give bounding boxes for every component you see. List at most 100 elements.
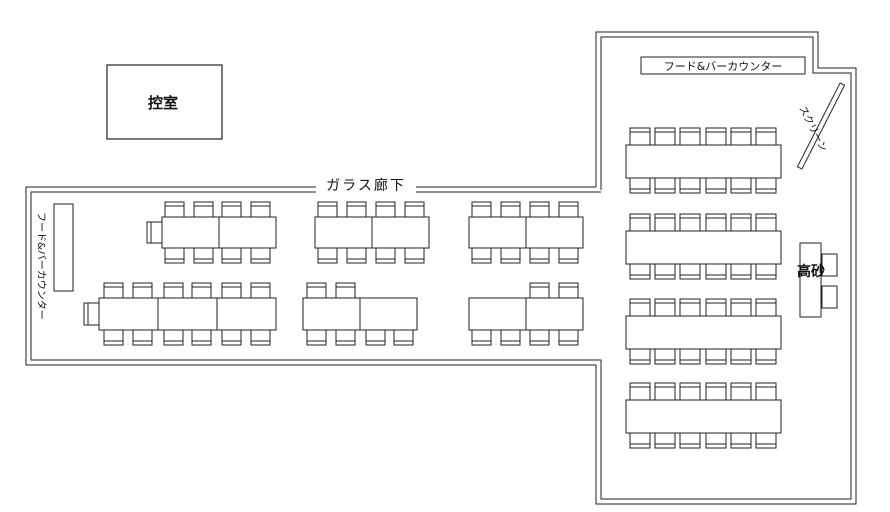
chair bbox=[404, 201, 425, 218]
chair bbox=[705, 263, 727, 280]
glass-corridor-label: ガラス廊下 bbox=[326, 177, 406, 194]
chair bbox=[471, 201, 492, 218]
chair bbox=[221, 329, 242, 346]
chair bbox=[317, 247, 338, 264]
chair bbox=[221, 247, 242, 264]
chair bbox=[654, 127, 676, 146]
table-group bbox=[314, 201, 430, 264]
chair bbox=[471, 247, 492, 264]
chair bbox=[705, 432, 727, 449]
chair bbox=[335, 282, 356, 299]
table-group bbox=[625, 127, 782, 194]
chair bbox=[193, 247, 214, 264]
table-group bbox=[625, 213, 782, 280]
chair bbox=[221, 201, 242, 218]
table-group bbox=[625, 298, 782, 365]
chair bbox=[730, 127, 752, 146]
chair bbox=[654, 213, 676, 232]
waiting-room-label: 控室 bbox=[148, 94, 178, 112]
chair bbox=[705, 382, 727, 401]
chair bbox=[306, 329, 327, 346]
table-group bbox=[302, 282, 418, 346]
chair bbox=[654, 298, 676, 317]
chair bbox=[679, 432, 701, 449]
chair bbox=[132, 282, 153, 299]
chair bbox=[375, 201, 396, 218]
chair bbox=[705, 348, 727, 365]
chair bbox=[654, 382, 676, 401]
chair bbox=[730, 348, 752, 365]
chair bbox=[730, 432, 752, 449]
chair bbox=[317, 201, 338, 218]
bar-counter-right: フード&バーカウンター bbox=[640, 56, 806, 75]
chair bbox=[103, 282, 124, 299]
chair bbox=[250, 282, 271, 299]
chair bbox=[191, 329, 212, 346]
chair bbox=[755, 213, 777, 232]
chair bbox=[705, 177, 727, 194]
chair bbox=[654, 432, 676, 449]
bar-counter-left: フード&バーカウンター bbox=[35, 203, 74, 320]
chair bbox=[132, 329, 153, 346]
screen: スクリーン bbox=[796, 82, 846, 170]
bar-counter-left-label: フード&バーカウンター bbox=[35, 212, 47, 320]
chair bbox=[163, 329, 184, 346]
chair bbox=[558, 247, 579, 264]
table-group bbox=[83, 282, 277, 346]
waiting-room: 控室 bbox=[106, 64, 223, 140]
chair bbox=[629, 177, 651, 194]
chair bbox=[679, 127, 701, 146]
chair bbox=[558, 329, 579, 346]
chair bbox=[755, 263, 777, 280]
chair bbox=[164, 201, 185, 218]
chair bbox=[730, 263, 752, 280]
head-table-label: 高砂 bbox=[797, 263, 825, 280]
chair bbox=[375, 247, 396, 264]
chair bbox=[755, 432, 777, 449]
table-group bbox=[146, 201, 277, 264]
chair bbox=[679, 213, 701, 232]
chair bbox=[250, 247, 271, 264]
chair bbox=[346, 247, 367, 264]
chair bbox=[306, 282, 327, 299]
chair bbox=[221, 282, 242, 299]
chair bbox=[163, 282, 184, 299]
chair bbox=[755, 177, 777, 194]
table-group bbox=[625, 382, 782, 449]
chair bbox=[250, 329, 271, 346]
chair bbox=[193, 201, 214, 218]
chair bbox=[705, 127, 727, 146]
chair bbox=[365, 329, 386, 346]
head-table: 高砂 bbox=[797, 242, 838, 318]
chair bbox=[629, 348, 651, 365]
chair bbox=[250, 201, 271, 218]
chair bbox=[629, 263, 651, 280]
chair bbox=[755, 298, 777, 317]
chair bbox=[730, 298, 752, 317]
chair bbox=[471, 329, 492, 346]
guest-tables bbox=[83, 127, 782, 449]
chair bbox=[500, 201, 521, 218]
chair bbox=[821, 253, 838, 277]
chair bbox=[393, 329, 414, 346]
chair bbox=[103, 329, 124, 346]
chair bbox=[529, 201, 550, 218]
chair bbox=[629, 127, 651, 146]
chair bbox=[654, 177, 676, 194]
chair bbox=[679, 263, 701, 280]
table-group bbox=[468, 282, 584, 346]
chair bbox=[629, 382, 651, 401]
chair bbox=[755, 127, 777, 146]
chair bbox=[679, 348, 701, 365]
chair bbox=[529, 247, 550, 264]
chair bbox=[705, 298, 727, 317]
chair bbox=[755, 348, 777, 365]
chair bbox=[164, 247, 185, 264]
chair bbox=[529, 329, 550, 346]
chair bbox=[629, 213, 651, 232]
chair bbox=[705, 213, 727, 232]
bar-counter-right-label: フード&バーカウンター bbox=[664, 60, 783, 73]
chair bbox=[404, 247, 425, 264]
chair bbox=[146, 221, 163, 244]
chair bbox=[730, 177, 752, 194]
